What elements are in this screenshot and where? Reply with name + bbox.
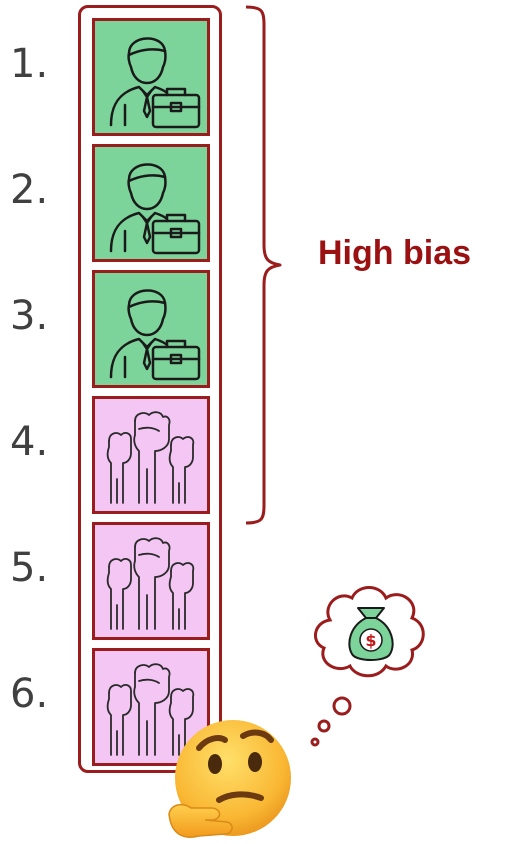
curly-brace (245, 5, 282, 525)
raised-fists-icon (106, 411, 195, 504)
rank-tile-1 (92, 18, 210, 136)
rank-number-1: 1. (10, 41, 49, 87)
businessman-with-briefcase-icon (109, 163, 201, 255)
rank-tile-3 (92, 270, 210, 388)
rank-tile-6 (92, 648, 210, 766)
businessman-with-briefcase-icon (109, 289, 201, 381)
rank-tile-2 (92, 144, 210, 262)
dollar-sign: $ (365, 631, 376, 650)
rank-tile-4 (92, 396, 210, 514)
rank-number-5: 5. (10, 545, 49, 591)
raised-fists-icon (106, 663, 195, 756)
rank-number-4: 4. (10, 419, 49, 465)
high-bias-label: High bias (318, 234, 472, 272)
rank-number-3: 3. (10, 293, 49, 339)
ranking-frame (78, 5, 222, 773)
rank-tile-5 (92, 522, 210, 640)
money-bag-thought-bubble-icon: $ (310, 586, 425, 747)
thinking-face-emoji (168, 720, 291, 838)
rank-number-6: 6. (10, 671, 49, 717)
raised-fists-icon (106, 537, 195, 630)
rank-number-2: 2. (10, 167, 49, 213)
businessman-with-briefcase-icon (109, 37, 201, 129)
